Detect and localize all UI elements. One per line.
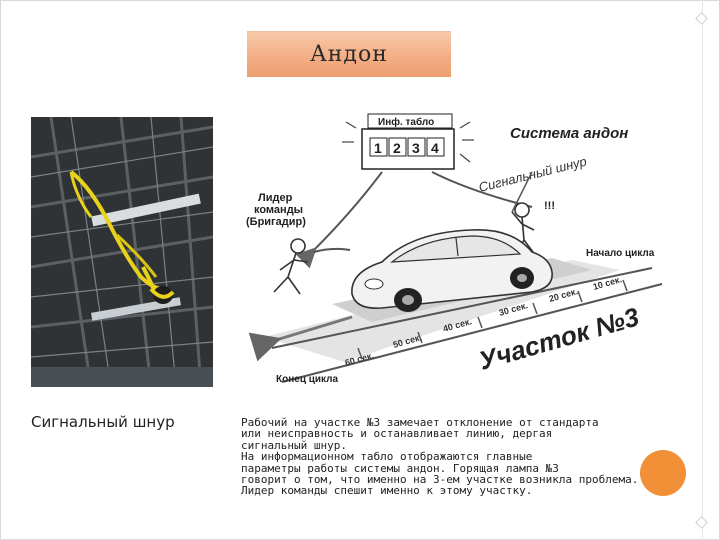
leader-figure <box>273 238 309 295</box>
slide-right-rule <box>702 0 703 540</box>
leader-label-line1: Лидер <box>258 192 293 204</box>
description-line: или неисправность и останавливает линию,… <box>241 427 553 441</box>
signal-cord-photo <box>31 117 213 387</box>
description-line: говорит о том, что именно на 3-ем участк… <box>241 473 639 487</box>
description-line: сигнальный шнур. <box>241 438 347 452</box>
leader-label-line2: команды <box>254 204 303 216</box>
board-number-3: 3 <box>412 140 420 156</box>
info-board: Инф. табло 1 2 3 4 <box>342 113 474 170</box>
diagram-system-title: Система андон <box>510 125 628 142</box>
cycle-end-label: Конец цикла <box>276 374 339 385</box>
description-line: Рабочий на участке №3 замечает отклонени… <box>241 416 599 429</box>
description-line: На информационном табло отображаются гла… <box>241 450 533 464</box>
slide-title: Андон <box>247 31 451 77</box>
board-number-1: 1 <box>374 140 382 156</box>
board-number-2: 2 <box>393 140 401 156</box>
worker-exclaim: !!! <box>544 200 555 212</box>
board-number-4: 4 <box>431 140 439 156</box>
description-line: параметры работы системы андон. Горящая … <box>241 461 559 475</box>
description-line: Лидер команды спешит именно к этому учас… <box>241 484 533 498</box>
info-board-label: Инф. табло <box>378 116 434 128</box>
photo-caption: Сигнальный шнур <box>31 413 175 431</box>
leader-label-line3: (Бригадир) <box>246 216 306 228</box>
cord-label: Сигнальный шнур <box>477 154 588 195</box>
car-drawing <box>351 229 553 312</box>
description-text: Рабочий на участке №3 замечает отклонени… <box>241 417 671 497</box>
andon-diagram: Система андон Инф. табло 1 2 3 4 <box>232 112 674 397</box>
decor-orange-circle <box>640 450 686 496</box>
cycle-start-label: Начало цикла <box>586 248 655 259</box>
